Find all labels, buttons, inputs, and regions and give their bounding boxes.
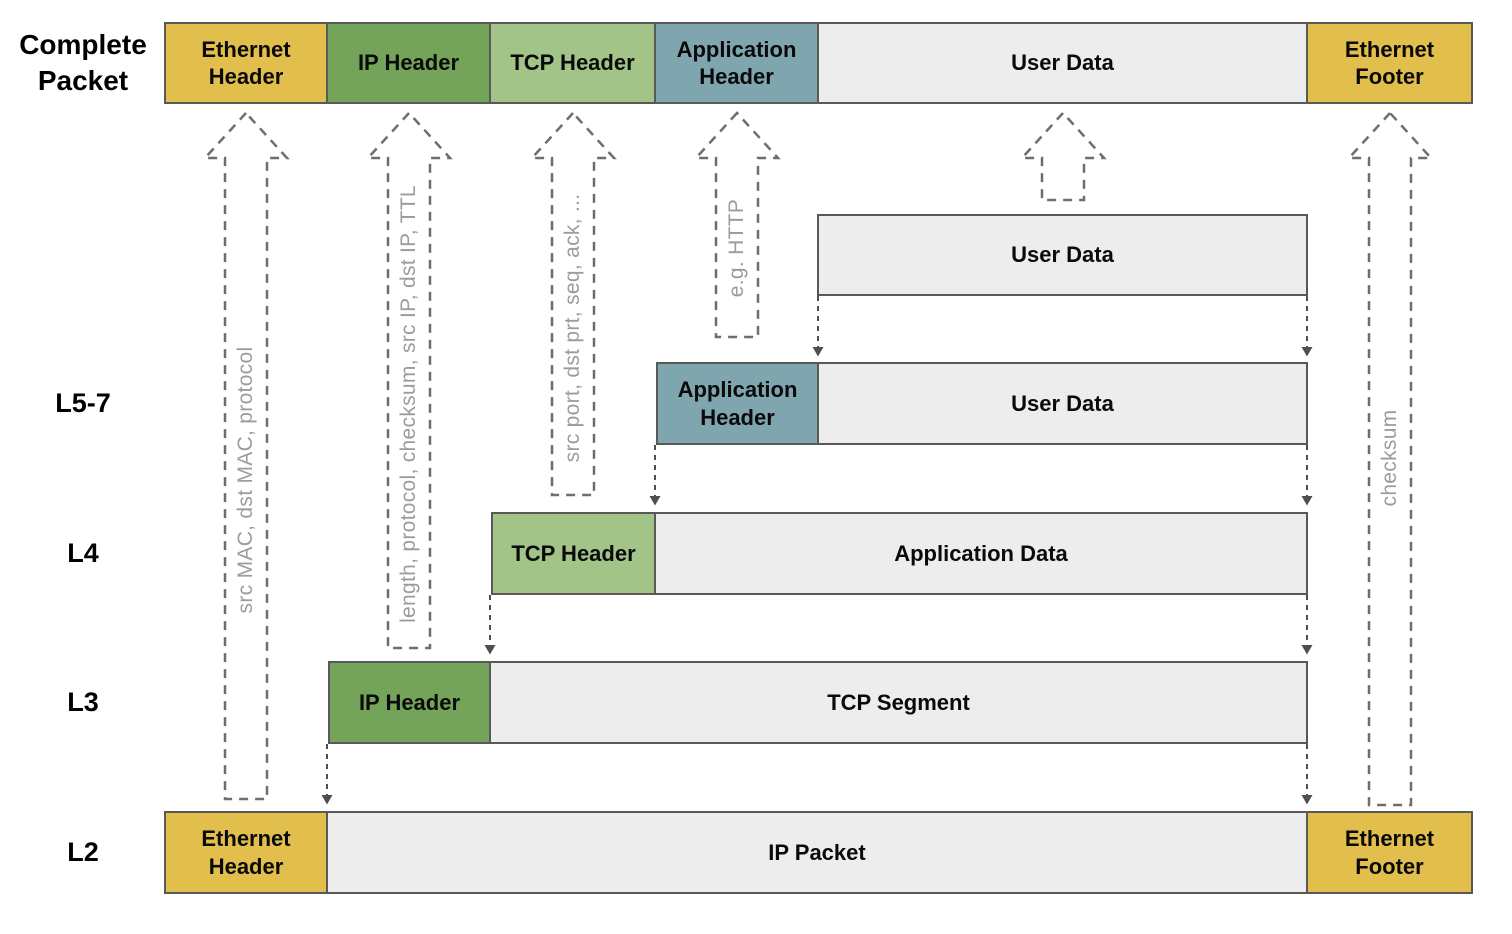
arrow-up-tcp-header (529, 111, 617, 497)
box-l2-ip-packet: IP Packet (326, 811, 1308, 894)
box-l57-user-data: User Data (817, 362, 1308, 445)
box-complete-tcp-header: TCP Header (489, 22, 656, 104)
complete-packet-label: Complete Packet (19, 28, 147, 96)
arrow-down-l3-left (321, 744, 333, 805)
box-userdata-row-user-data: User Data (817, 214, 1308, 296)
box-complete-ip-header: IP Header (326, 22, 491, 104)
box-l3-tcp-segment: TCP Segment (489, 661, 1308, 744)
box-complete-user-data: User Data (817, 22, 1308, 104)
arrow-down-l4-right (1301, 595, 1313, 655)
box-l3-ip-header: IP Header (328, 661, 491, 744)
arrow-label-tcp-header: src port, dst prt, seq, ack, ... (561, 193, 584, 463)
layer-label-l2: L2 (67, 836, 99, 867)
arrow-label-ip-header: length, protocol, checksum, src IP, dst … (397, 185, 420, 623)
arrow-down-l4-left (484, 595, 496, 655)
arrow-up-ethernet-footer (1346, 111, 1434, 807)
arrow-up-user-data (1019, 111, 1107, 202)
layer-label-l3: L3 (67, 686, 99, 717)
arrow-down-l57-right (1301, 445, 1313, 506)
arrow-label-ethernet-footer: checksum (1378, 409, 1401, 507)
box-l2-ethernet-header: Ethernet Header (164, 811, 328, 894)
box-complete-ethernet-footer: Ethernet Footer (1306, 22, 1473, 104)
box-l2-ethernet-footer: Ethernet Footer (1306, 811, 1473, 894)
box-l4-tcp-header: TCP Header (491, 512, 656, 595)
arrow-down-l3-right (1301, 744, 1313, 805)
arrow-up-ethernet-header (202, 111, 290, 801)
layer-label-l5-7: L5-7 (55, 387, 111, 418)
box-l4-application-data: Application Data (654, 512, 1308, 595)
arrow-label-ethernet-header: src MAC, dst MAC, protocol (234, 346, 257, 614)
arrow-down-l57-left (649, 445, 661, 506)
arrow-up-ip-header (365, 111, 453, 650)
arrow-down-userdata-right (1301, 296, 1313, 357)
box-complete-application-header: Application Header (654, 22, 819, 104)
arrow-up-application-header (693, 111, 781, 339)
box-complete-ethernet-header: Ethernet Header (164, 22, 328, 104)
arrow-label-application-header: e.g. HTTP (725, 198, 748, 298)
box-l57-application-header: Application Header (656, 362, 819, 445)
arrow-down-userdata-left (812, 296, 824, 357)
layer-label-l4: L4 (67, 537, 99, 568)
